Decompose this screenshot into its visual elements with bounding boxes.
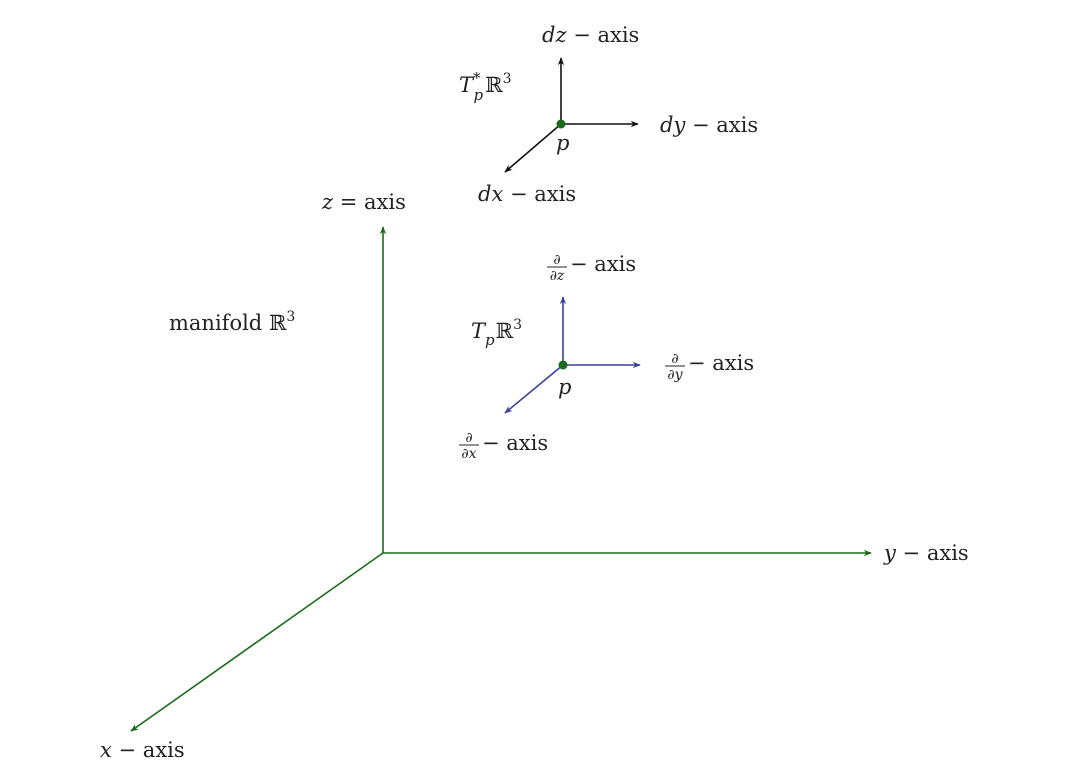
- manifold-label: manifold ℝ3: [169, 309, 295, 335]
- tangent-point-p: [558, 360, 568, 370]
- manifold-x-axis-arrow: [130, 552, 384, 732]
- manifold-x-axis-label: x − axis: [100, 738, 185, 762]
- tangent-partial-x-axis-label: ∂ ∂x − axis: [459, 430, 548, 462]
- cotangent-dx-axis-label: dx − axis: [478, 182, 576, 206]
- svg-text:− axis: − axis: [482, 431, 548, 455]
- manifold-axes: [130, 226, 872, 732]
- cotangent-dx-axis-arrow: [504, 123, 562, 173]
- tangent-partial-y-axis-label: ∂ ∂y − axis: [665, 351, 754, 383]
- tangent-space-label: Tpℝ3: [471, 317, 522, 349]
- manifold-z-axis-label: z = axis: [321, 190, 406, 214]
- tangent-point-label: p: [558, 375, 571, 399]
- svg-text:∂x: ∂x: [461, 446, 476, 462]
- svg-text:∂z: ∂z: [550, 268, 565, 284]
- cotangent-dz-axis-label: dz − axis: [542, 23, 639, 47]
- svg-text:∂: ∂: [553, 252, 560, 268]
- cotangent-point-p: [556, 119, 566, 129]
- cotangent-axes: [504, 57, 639, 173]
- tangent-partial-x-axis-arrow: [504, 364, 564, 414]
- cotangent-point-label: p: [556, 131, 569, 155]
- cotangent-space-label: T*pℝ3: [459, 69, 512, 104]
- svg-text:∂y: ∂y: [667, 367, 683, 383]
- svg-text:∂: ∂: [465, 430, 472, 446]
- svg-text:− axis: − axis: [570, 252, 636, 276]
- manifold-y-axis-label: y − axis: [883, 541, 969, 565]
- tangent-axes: [504, 296, 641, 414]
- svg-text:− axis: − axis: [688, 351, 754, 375]
- tangent-partial-z-axis-label: ∂ ∂z − axis: [547, 252, 636, 284]
- cotangent-dy-axis-label: dy − axis: [660, 113, 758, 137]
- svg-text:∂: ∂: [671, 351, 678, 367]
